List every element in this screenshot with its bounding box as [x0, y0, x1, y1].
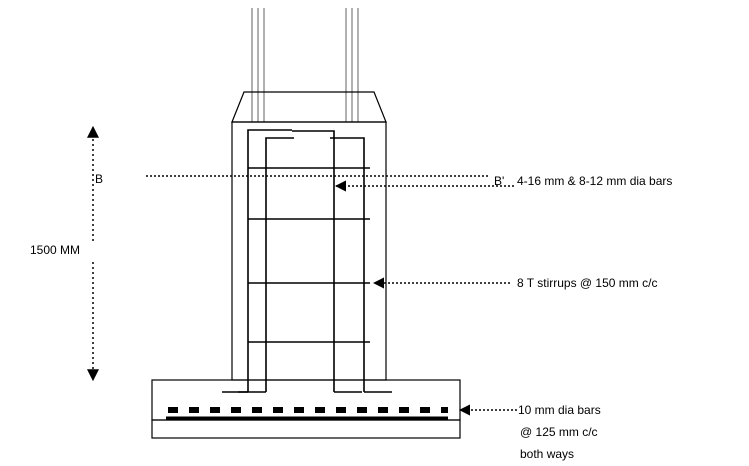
main-bars-label: 4-16 mm & 8-12 mm dia bars	[517, 174, 672, 188]
main-bars	[247, 129, 365, 392]
stirrups	[248, 167, 370, 343]
section-label-right: B'	[494, 174, 504, 188]
section-label-left: B	[95, 172, 103, 186]
column-cap	[231, 91, 387, 123]
base-bars-label-line3: both ways	[520, 447, 574, 461]
footing-lean-layer	[151, 419, 461, 439]
column-bars-right	[345, 8, 359, 122]
base-bars-label-line2: @ 125 mm c/c	[520, 425, 598, 439]
column-bars-left	[251, 8, 265, 122]
height-label: 1500 MM	[30, 243, 80, 257]
footing-base	[151, 379, 461, 421]
base-bars-label-line1: 10 mm dia bars	[518, 403, 601, 417]
stirrups-label: 8 T stirrups @ 150 mm c/c	[517, 276, 657, 290]
